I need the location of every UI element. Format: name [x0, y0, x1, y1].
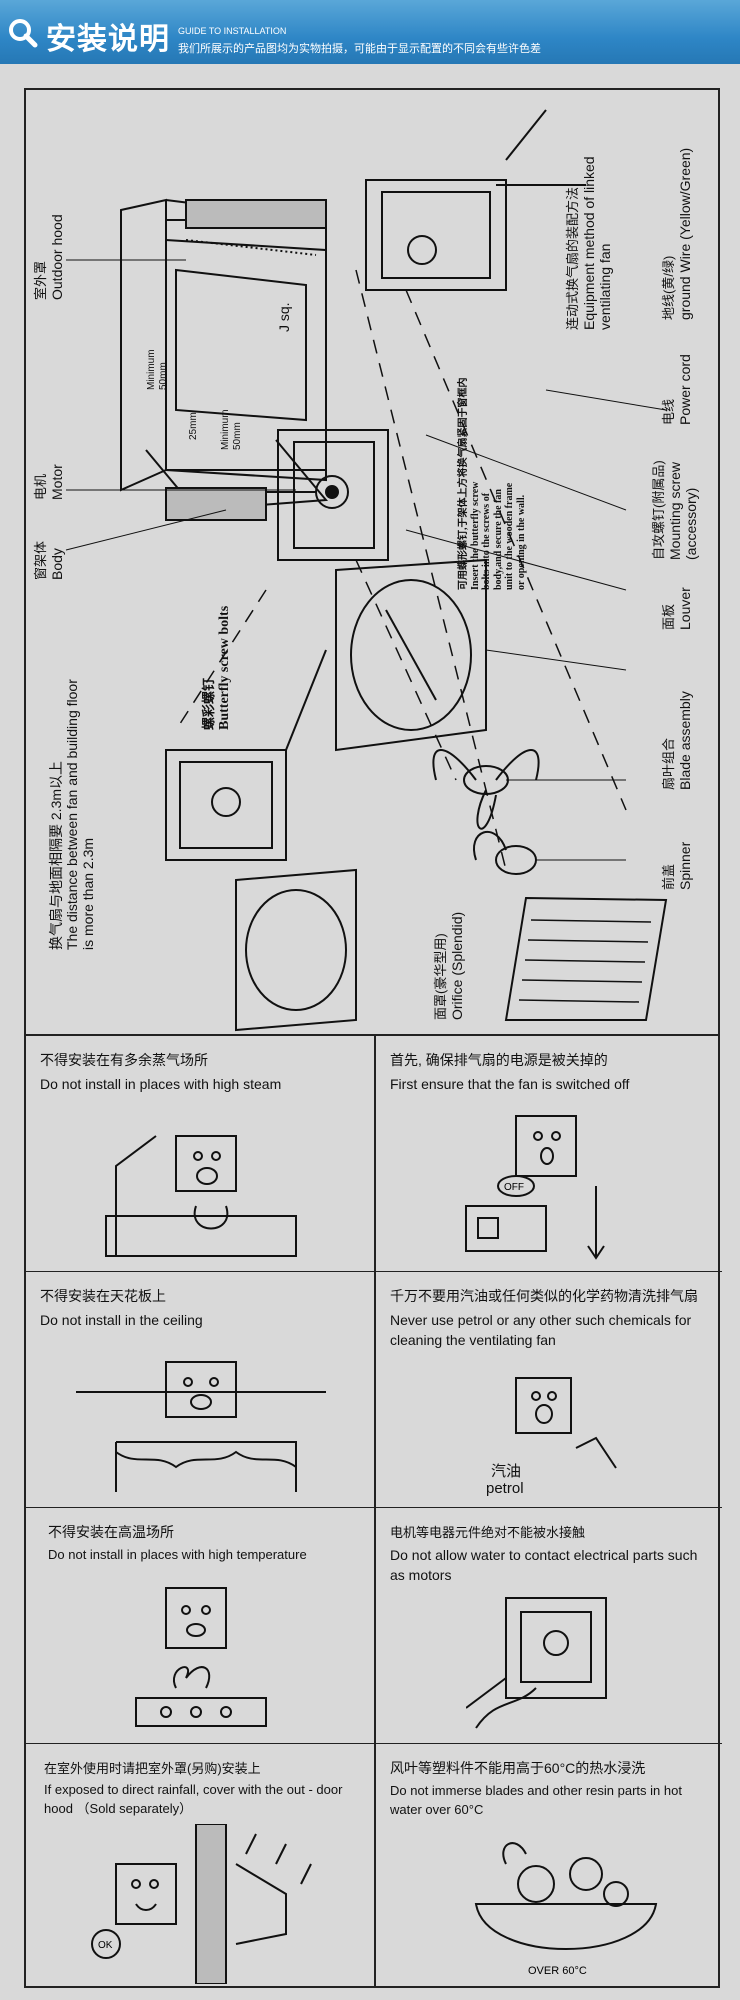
label-dim-sq: J sq. [276, 302, 292, 332]
cautions-grid: 不得安装在有多余蒸气场所 Do not install in places wit… [24, 1036, 722, 1988]
caution-steam-cn: 不得安装在有多余蒸气场所 [40, 1052, 208, 1068]
svg-text:OVER 60°C: OVER 60°C [528, 1965, 587, 1977]
caution-ceiling: 不得安装在天花板上 Do not install in the ceiling [26, 1272, 374, 1508]
caution-hot-water-cn: 风叶等塑料件不能用高于60°C的热水浸洗 [390, 1760, 646, 1776]
petrol-label-en: petrol [486, 1480, 524, 1497]
rain-hood-icon: OK [91, 1824, 312, 1984]
label-butterfly-note: 可用蝶形螺钉,于架体上方将换气扇紧固于窗框内 Insert the butter… [458, 377, 527, 591]
page-title: 安装说明 [46, 22, 170, 57]
steam-bath-icon [105, 1135, 297, 1257]
caution-petrol-en: Never use petrol or any other such chemi… [390, 1312, 692, 1349]
high-temperature-icon [135, 1587, 267, 1727]
label-dim-25mm: 25mm [188, 412, 199, 440]
caution-temp-cn: 不得安装在高温场所 [48, 1524, 174, 1540]
label-ground-wire: 地线(黄/绿)ground Wire (Yellow/Green) [661, 147, 693, 320]
caution-temperature: 不得安装在高温场所 Do not install in places with h… [26, 1508, 374, 1744]
search-icon [9, 19, 38, 48]
caution-switch-en: First ensure that the fan is switched of… [390, 1076, 630, 1092]
exploded-view-art [65, 109, 668, 1032]
caution-petrol: 千万不要用汽油或任何类似的化学药物清洗排气扇 Never use petrol o… [376, 1272, 722, 1508]
caution-temp-en: Do not install in places with high tempe… [48, 1547, 307, 1562]
caution-ceiling-en: Do not install in the ceiling [40, 1312, 203, 1328]
caution-switch-cn: 首先, 确保排气扇的电源是被关掉的 [390, 1052, 608, 1068]
petrol-label-cn: 汽油 [491, 1463, 522, 1480]
label-mounting-screw: 自攻螺钉(附属品)Mounting screw(accessory) [651, 460, 700, 560]
subtitle-en: GUIDE TO INSTALLATION [178, 26, 287, 36]
caution-water: 电机等电器元件绝对不能被水接触 Do not allow water to con… [376, 1508, 722, 1744]
switch-off-icon: OFF [465, 1115, 605, 1260]
svg-text:OK: OK [98, 1940, 113, 1951]
header-banner: 安装说明 GUIDE TO INSTALLATION 我们所展示的产品图均为实物… [0, 0, 740, 64]
subtitle-cn: 我们所展示的产品图均为实物拍摄，可能由于显示配置的不同会有些许色差 [178, 43, 541, 55]
caution-hot-water: 风叶等塑料件不能用高于60°C的热水浸洗 Do not immerse blade… [376, 1744, 722, 1988]
caution-hot-water-en: Do not immerse blades and other resin pa… [390, 1783, 682, 1817]
hot-water-bowl-icon: OVER 60°C [474, 1842, 658, 1977]
caution-outdoor-hood: 在室外使用时请把室外罩(另购)安装上 If exposed to direct r… [26, 1744, 374, 1988]
caution-steam: 不得安装在有多余蒸气场所 Do not install in places wit… [26, 1036, 374, 1272]
caution-hood-cn: 在室外使用时请把室外罩(另购)安装上 [44, 1761, 261, 1776]
caution-hood-en: If exposed to direct rainfall, cover wit… [44, 1782, 343, 1816]
petrol-icon [515, 1377, 617, 1469]
caution-water-cn: 电机等电器元件绝对不能被水接触 [390, 1525, 586, 1540]
ceiling-icon [76, 1361, 326, 1492]
label-orifice: 面罩(豪华型用)Orifice (Splendid) [433, 911, 465, 1020]
caution-switch-off: 首先, 确保排气扇的电源是被关掉的 First ensure that the f… [376, 1036, 722, 1272]
caution-water-en: Do not allow water to contact electrical… [390, 1547, 698, 1584]
caution-steam-en: Do not install in places with high steam [40, 1076, 282, 1092]
caution-petrol-cn: 千万不要用汽油或任何类似的化学药物清洗排气扇 [390, 1288, 698, 1304]
caution-ceiling-cn: 不得安装在天花板上 [40, 1288, 166, 1304]
grid-divider [374, 1036, 376, 1988]
water-motor-icon [466, 1597, 607, 1729]
svg-text:OFF: OFF [504, 1182, 524, 1193]
